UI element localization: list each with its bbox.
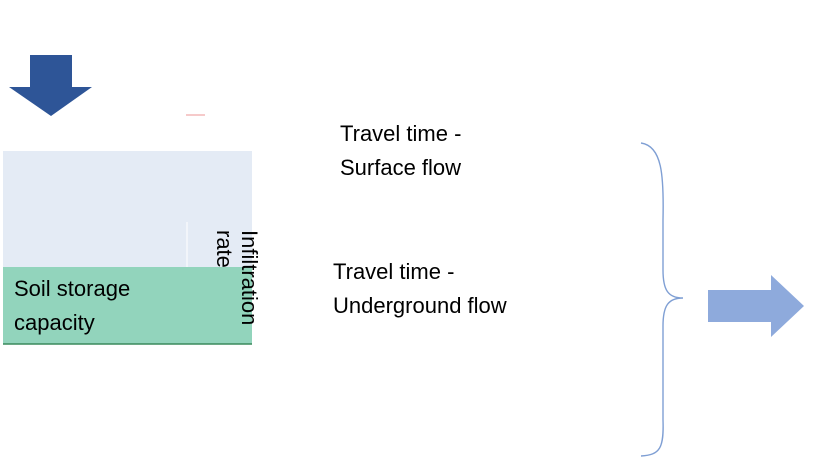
soil-storage-label-line2: capacity [14, 310, 95, 335]
infiltration-rate-label: Infiltration rate [212, 230, 262, 325]
curly-brace [640, 142, 684, 457]
down-arrow-icon [9, 55, 92, 116]
underground-flow-label-line1: Travel time - [333, 259, 455, 284]
soil-storage-label-line1: Soil storage [14, 276, 131, 301]
surface-flow-label-line1: Travel time - [340, 121, 462, 146]
soil-storage-box [3, 267, 252, 344]
underground-flow-label: Travel time - Underground flow [333, 255, 507, 323]
surface-flow-label-line2: Surface flow [340, 155, 462, 180]
surface-flow-label: Travel time - Surface flow [340, 117, 461, 185]
right-arrow-icon [708, 275, 804, 337]
surface-layer-box [3, 151, 252, 267]
underground-flow-label-line2: Underground flow [333, 293, 507, 318]
infiltration-label-line2: rate [212, 230, 237, 268]
infiltration-label-line1: Infiltration [237, 230, 262, 326]
soil-storage-label: Soil storage capacity [14, 272, 130, 340]
